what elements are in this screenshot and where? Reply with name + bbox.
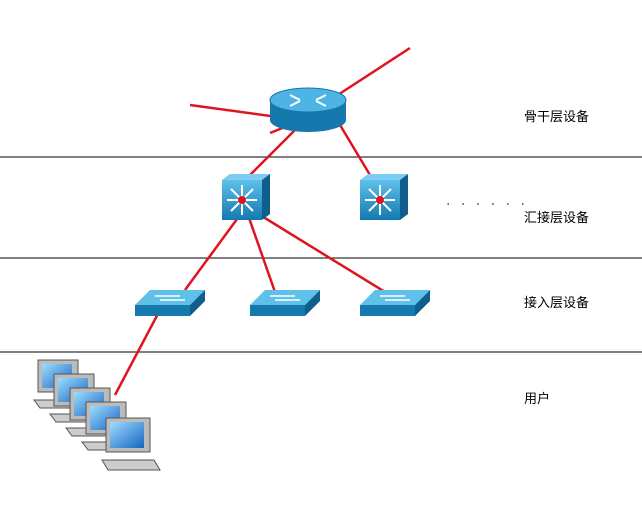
link-router-uplink-right [329,46,411,102]
user-pcs-icon[interactable] [33,359,161,471]
links [113,46,411,396]
link-access1-users [113,309,162,396]
distribution-switch-2-icon[interactable] [360,174,408,220]
access-switch-3-icon[interactable] [360,290,430,316]
core-router-icon[interactable] [269,87,347,132]
link-switch1-access1 [183,214,242,291]
access-switch-1-icon[interactable] [135,290,205,316]
access-switch-2-icon[interactable] [250,290,320,316]
link-switch1-access2 [246,214,277,293]
link-router-switch2 [338,124,372,176]
layer-label-distribution: 汇接层设备 [524,211,590,226]
link-switch1-access3 [259,213,386,294]
more-devices-ellipsis: · · · · · · [446,197,528,213]
distribution-switch-1-icon[interactable] [222,174,270,220]
pc-icon [101,417,161,471]
layer-label-user: 用户 [524,392,551,407]
link-router-uplink-left [189,103,286,120]
layer-label-core: 骨干层设备 [524,110,590,125]
layer-label-access: 接入层设备 [524,296,590,311]
link-router-switch1 [244,124,301,181]
